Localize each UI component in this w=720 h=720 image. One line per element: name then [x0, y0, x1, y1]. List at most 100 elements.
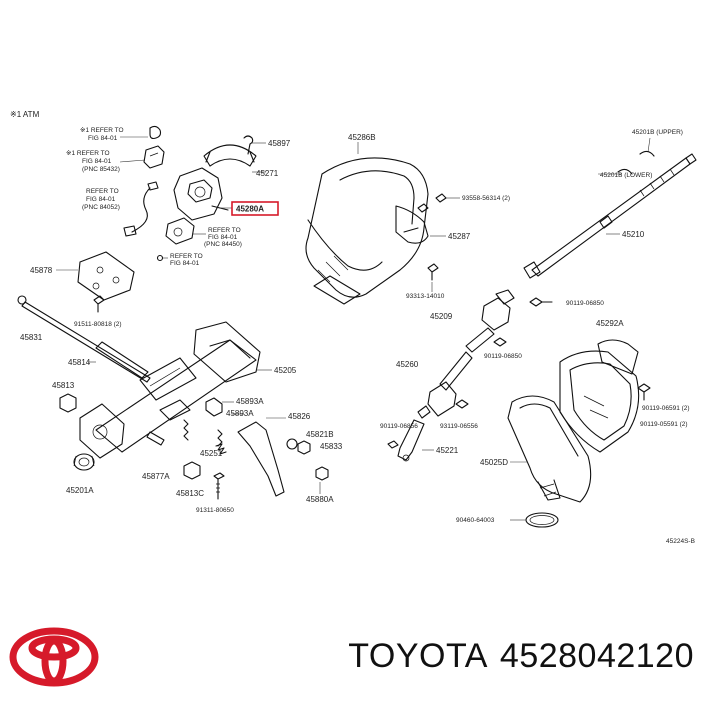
lever-45826	[217, 421, 285, 497]
label-45826: 45826	[288, 412, 311, 421]
lock-housing-assembly	[165, 167, 229, 245]
bearing-45201A	[73, 453, 95, 471]
label-90119-4: 90119-06591 (2)	[642, 405, 690, 412]
clamp-ring-90460	[525, 512, 559, 528]
spring-part	[183, 419, 189, 441]
nut-45880A	[315, 466, 329, 481]
label-45877A: 45877A	[142, 472, 170, 481]
svg-text:(PNC 85432): (PNC 85432)	[82, 166, 120, 173]
screw-93558	[417, 193, 447, 213]
svg-text:(PNC 84450): (PNC 84450)	[204, 241, 242, 248]
label-45833: 45833	[320, 442, 343, 451]
svg-text:REFER TO: REFER TO	[208, 227, 241, 234]
boot-cover-45292A	[559, 339, 640, 453]
bracket-45271	[203, 144, 257, 167]
svg-text:FIG 84-01: FIG 84-01	[208, 234, 238, 241]
label-45813C: 45813C	[176, 489, 204, 498]
label-45210: 45210	[622, 230, 645, 239]
column-tube-45205	[79, 321, 261, 459]
svg-text:FIG 84-01: FIG 84-01	[88, 135, 118, 142]
label-45287: 45287	[448, 232, 471, 241]
nut-45813C	[183, 461, 201, 480]
bolt-90119-1	[529, 297, 553, 307]
nut-45813	[59, 393, 77, 413]
svg-text:REFER TO: REFER TO	[170, 253, 203, 260]
joint-45221	[387, 419, 425, 462]
label-45878: 45878	[30, 266, 53, 275]
label-91311: 91311-80650	[196, 507, 234, 514]
column-cover-upper	[305, 157, 429, 305]
label-45292A: 45292A	[596, 319, 624, 328]
svg-text:FIG 84-01: FIG 84-01	[170, 260, 200, 267]
part-number: 4528042120	[499, 637, 694, 675]
label-45897: 45897	[268, 139, 291, 148]
label-45271: 45271	[256, 169, 279, 178]
lower-boot-45025D	[507, 395, 592, 503]
universal-joint-45209	[465, 289, 515, 353]
refer-note-3: REFER TO FIG 84-01 (PNC 84052)	[82, 188, 120, 211]
label-45280A: 45280A	[236, 205, 264, 214]
screw-45897	[243, 135, 254, 155]
collar-45893A	[205, 397, 223, 417]
label-45201B-lower: 45201B (LOWER)	[600, 172, 652, 179]
main-shaft-45210	[523, 153, 697, 279]
label-45201B-upper: 45201B (UPPER)	[632, 129, 683, 136]
intermediate-shaft-45260	[417, 351, 473, 419]
bolt-91311	[213, 472, 225, 500]
label-45286B: 45286B	[348, 133, 376, 142]
toyota-logo-icon	[9, 627, 99, 687]
refer-note-4: REFER TO FIG 84-01 (PNC 84450)	[204, 227, 242, 248]
label-45260: 45260	[396, 360, 419, 369]
key-switch-part	[143, 145, 165, 169]
label-45814: 45814	[68, 358, 91, 367]
sleeve-45814	[95, 341, 149, 379]
leader-refer-2	[119, 159, 146, 163]
label-45251: 45251	[200, 449, 223, 458]
refer-note-2: ※1 REFER TO FIG 84-01 (PNC 85432)	[66, 150, 120, 173]
header-note: ※1 ATM	[10, 110, 40, 119]
label-93119: 93119-06556	[440, 423, 478, 430]
switch-wire-harness	[123, 181, 159, 237]
label-45813: 45813	[52, 381, 75, 390]
label-45205: 45205	[274, 366, 297, 375]
spring-45251	[215, 443, 227, 455]
label-93313: 93313-14010	[406, 293, 445, 300]
refer-note-1: ※1 REFER TO FIG 84-01	[80, 127, 124, 142]
figure-code: 45224S-B	[666, 538, 695, 545]
snap-ring-lower	[617, 168, 633, 175]
label-45025D: 45025D	[480, 458, 508, 467]
svg-text:※1 REFER TO: ※1 REFER TO	[66, 150, 110, 157]
label-45209: 45209	[430, 312, 453, 321]
svg-text:REFER TO: REFER TO	[86, 188, 119, 195]
svg-text:(PNC 84052): (PNC 84052)	[82, 204, 120, 211]
label-91511-1: 91511-80818 (2)	[74, 321, 122, 328]
svg-text:FIG 84-01: FIG 84-01	[86, 196, 116, 203]
snap-ring-upper	[639, 150, 655, 157]
label-90119-2: 90119-06850	[484, 353, 522, 360]
label-90119-1: 90119-06850	[566, 300, 604, 307]
bolt-91511	[93, 295, 105, 313]
highlight-box	[231, 201, 279, 216]
label-93558: 93558-56314 (2)	[462, 195, 510, 202]
label-45821B: 45821B	[306, 430, 334, 439]
label-45893A-2: 45893A	[226, 409, 254, 418]
leader-45201B-upper	[647, 137, 651, 153]
pin-part	[156, 254, 164, 262]
bracket-45878	[77, 251, 135, 301]
column-cover-lower	[395, 205, 429, 244]
pin-45877A	[146, 431, 165, 446]
tilt-lever-bolt-45831	[17, 295, 151, 383]
label-90460: 90460-64003	[456, 517, 495, 524]
bolt-90119-2	[493, 337, 507, 347]
label-45893A-1: 45893A	[236, 397, 264, 406]
label-45880A: 45880A	[306, 495, 334, 504]
label-45221: 45221	[436, 446, 459, 455]
bolt-90119-4	[637, 383, 651, 401]
label-90119-3: 90119-06856	[380, 423, 418, 430]
svg-text:FIG 84-01: FIG 84-01	[82, 158, 112, 165]
washer-45821B	[286, 438, 298, 450]
bolt-93119	[455, 399, 469, 409]
refer-note-5: REFER TO FIG 84-01	[170, 253, 203, 267]
